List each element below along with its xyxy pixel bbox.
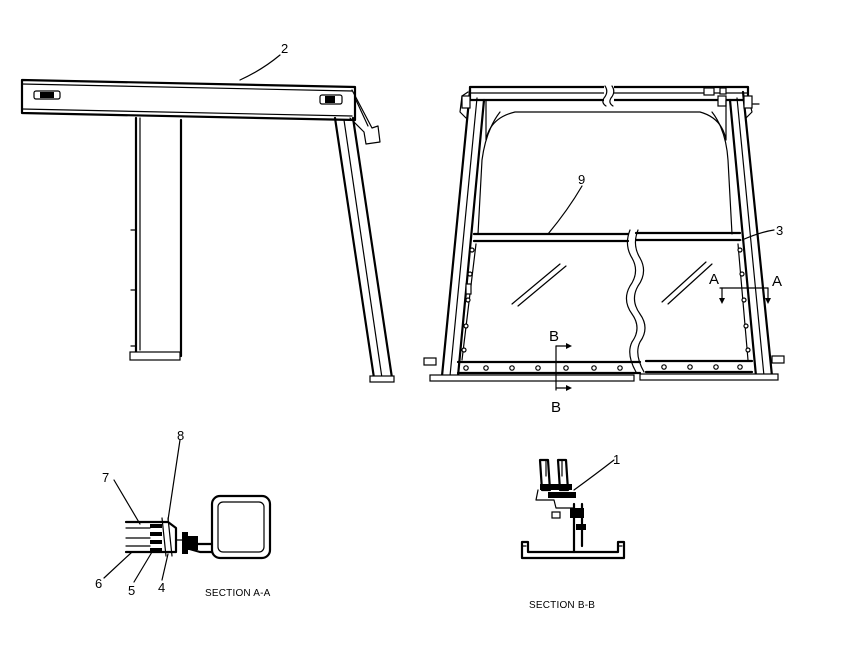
callout-2: 2 (281, 41, 288, 56)
callout-3: 3 (776, 223, 783, 238)
front-view-frame (423, 84, 785, 391)
callout-8: 8 (177, 428, 184, 443)
callout-1: 1 (613, 452, 620, 467)
section-marker-b-top: B (549, 328, 559, 345)
sill-bolts (463, 364, 743, 371)
section-marker-a-left: A (709, 271, 719, 288)
callout-5: 5 (128, 583, 135, 598)
right-post-bolts (737, 247, 751, 353)
callout-9: 9 (578, 172, 585, 187)
callout-7: 7 (102, 470, 109, 485)
left-post-bolts (461, 247, 475, 353)
section-aa-detail (103, 439, 272, 583)
side-view-frame (20, 54, 395, 383)
callout-4: 4 (158, 580, 165, 595)
section-marker-b-bottom: B (551, 399, 561, 416)
section-marker-a-right: A (772, 273, 782, 290)
caption-section-bb: SECTION B-B (529, 600, 595, 611)
callout-6: 6 (95, 576, 102, 591)
caption-section-aa: SECTION A-A (205, 588, 271, 599)
section-bb-detail (520, 458, 626, 560)
